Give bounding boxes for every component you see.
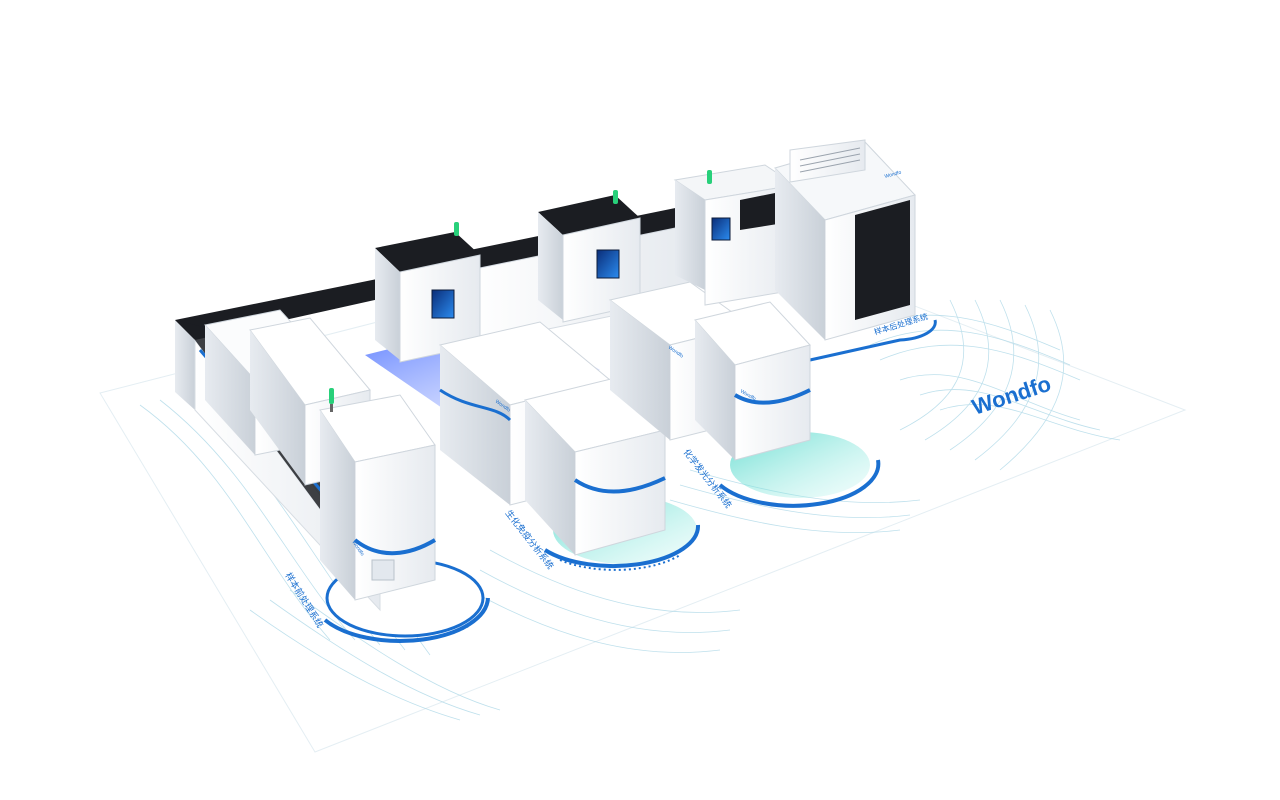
biochem-immuno-unit <box>375 222 666 556</box>
status-light-icon <box>707 170 712 184</box>
zone-ring-sample-storage <box>809 319 937 362</box>
storage-cabinet <box>774 139 916 341</box>
cabinet-door <box>855 200 910 320</box>
sample-processing-line <box>204 309 437 601</box>
status-light-icon <box>329 388 334 412</box>
front-analyzer <box>319 394 437 601</box>
loader-tower <box>375 232 481 363</box>
sample-storage-unit <box>673 139 916 341</box>
status-light-icon <box>454 222 459 236</box>
loader-tower <box>538 195 641 323</box>
logo-icon: Wondfo <box>884 170 902 180</box>
touch-screen-icon <box>596 249 620 279</box>
touch-screen-icon <box>431 289 455 319</box>
status-light-icon <box>613 190 618 204</box>
analyzer-body-front <box>694 301 811 461</box>
sorter-tower <box>673 164 797 306</box>
chemiluminescence-unit <box>538 190 811 461</box>
touch-screen-icon <box>711 217 731 241</box>
drawer-panel <box>371 559 395 581</box>
